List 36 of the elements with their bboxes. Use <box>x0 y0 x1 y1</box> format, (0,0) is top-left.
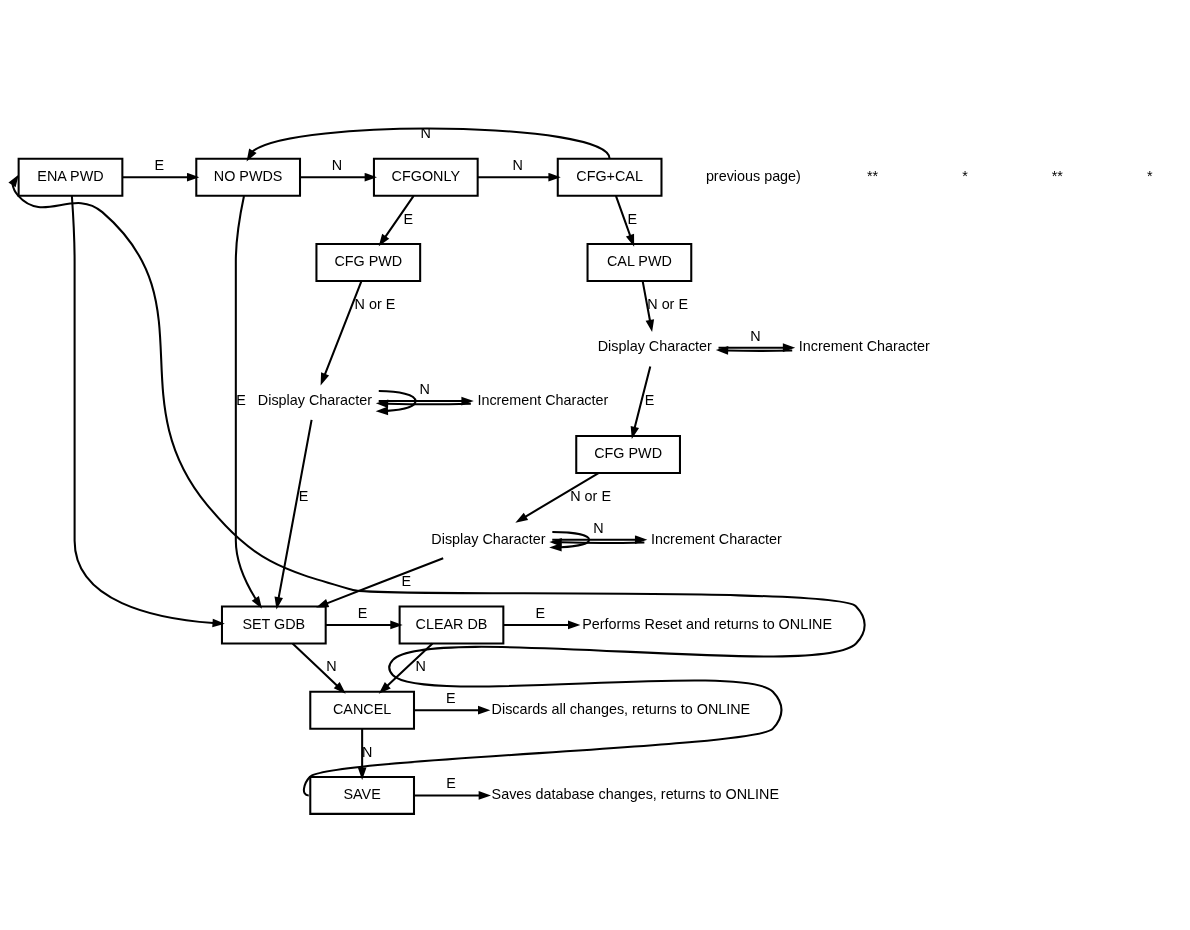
label: ** <box>1051 168 1063 185</box>
label: * <box>1146 168 1153 185</box>
edge-label: N <box>362 743 373 760</box>
edge-label: N <box>415 658 426 675</box>
edge-label: E <box>446 775 456 792</box>
node-text: Increment Character <box>650 530 782 547</box>
edge-label: E <box>401 573 412 590</box>
label: previous page) <box>705 168 801 185</box>
edge-label: N <box>750 327 761 344</box>
edge-label: N or E <box>647 295 688 312</box>
node-text: Display Character <box>257 391 372 408</box>
edge-label: E <box>357 604 368 621</box>
node-text: Performs Reset and returns to ONLINE <box>582 615 833 632</box>
edge-label: N <box>419 381 430 398</box>
node-text: Display Character <box>431 530 546 547</box>
edge-label: E <box>403 210 414 227</box>
edge-label: N or E <box>570 487 611 504</box>
node-text: Increment Character <box>798 338 930 355</box>
edge-label: E <box>298 487 309 504</box>
node-text: Discards all changes, returns to ONLINE <box>491 700 751 717</box>
edge-label: N <box>512 157 523 174</box>
node-text: Saves database changes, returns to ONLINE <box>491 786 779 803</box>
edge-label: N <box>326 658 337 675</box>
edge-label: E <box>445 690 456 707</box>
edge-label: E <box>236 391 246 408</box>
edge-label: N <box>593 519 604 536</box>
node-text: Increment Character <box>477 391 609 408</box>
node-text: Display Character <box>597 338 712 355</box>
label: * <box>962 168 968 185</box>
edge-label: N <box>331 157 343 174</box>
edge-label: E <box>644 391 655 408</box>
edge-label: E <box>535 604 546 621</box>
edge-label: E <box>154 157 165 174</box>
edge-label: E <box>627 210 637 227</box>
label: ** <box>866 168 879 185</box>
edge-label: N or E <box>354 295 396 312</box>
